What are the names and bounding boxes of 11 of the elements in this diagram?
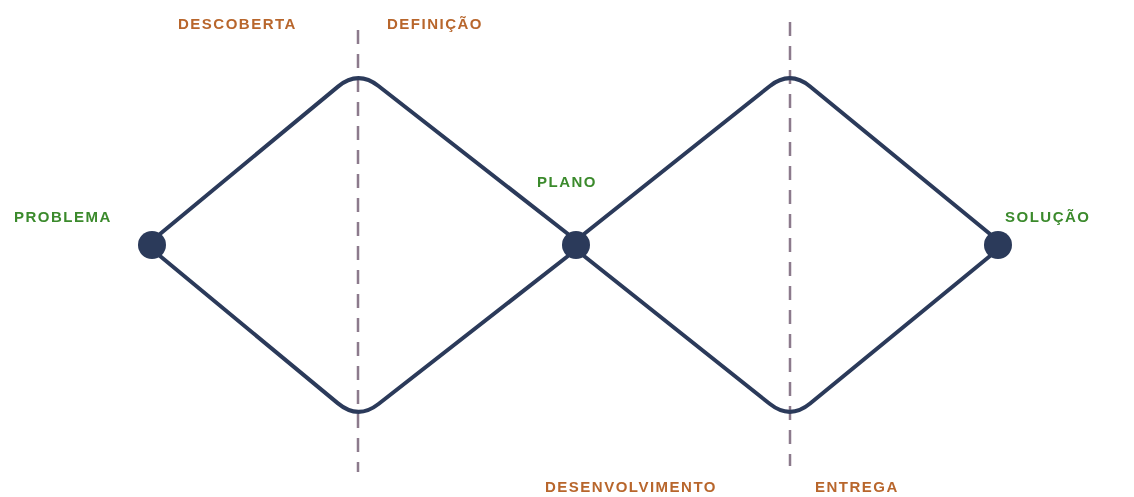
diamond-line [158, 254, 570, 414]
diamond-line [158, 76, 570, 236]
phase-label: ENTREGA [815, 477, 899, 497]
phase-label: DEFINIÇÃO [387, 14, 483, 34]
diamond-line [582, 254, 992, 414]
stage-point-label: PROBLEMA [14, 207, 112, 227]
stage-point-label: SOLUÇÃO [1005, 207, 1091, 227]
phase-label: DESENVOLVIMENTO [545, 477, 717, 497]
diamond-line [582, 76, 992, 236]
stage-point-label: PLANO [537, 172, 597, 192]
phase-label: DESCOBERTA [178, 14, 297, 34]
